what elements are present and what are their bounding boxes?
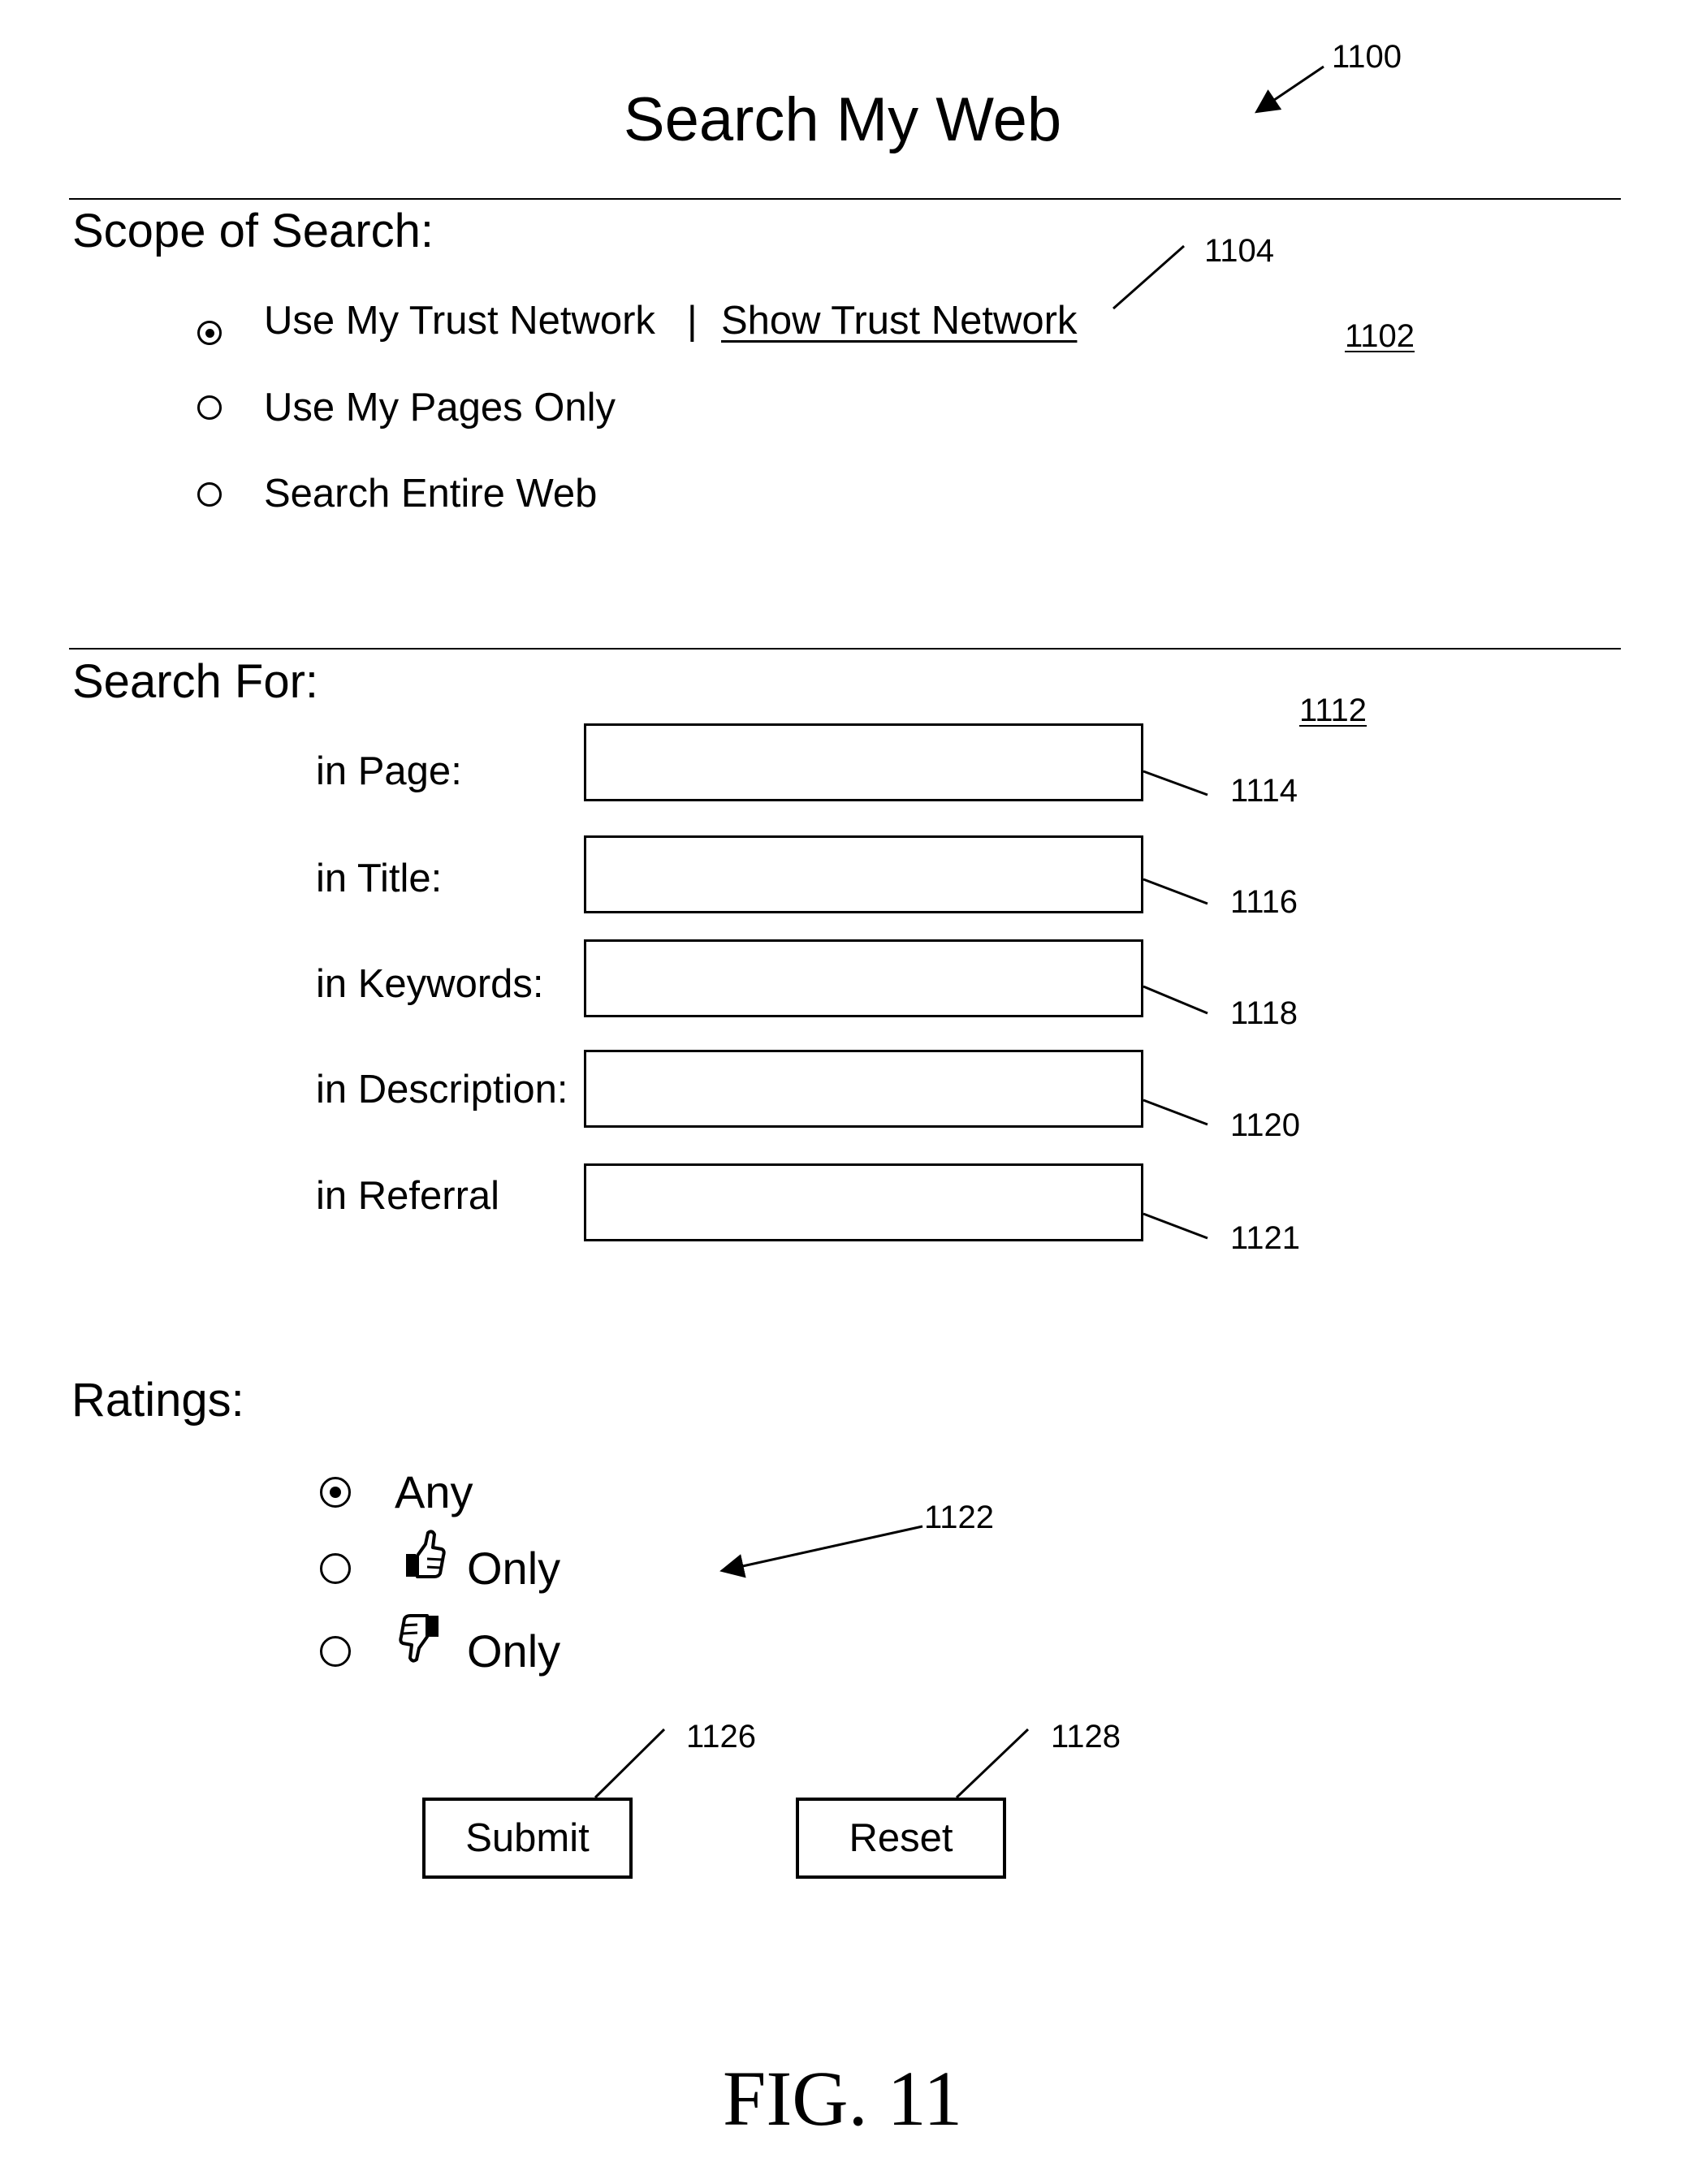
scope-option-my-pages-label: Use My Pages Only [264,383,616,432]
in-page-input[interactable] [584,723,1143,801]
radio-rating-thumbs-up[interactable] [320,1553,351,1584]
section-divider [69,648,1621,650]
leader-line-1104 [1113,246,1184,309]
search-for-heading: Search For: [72,654,318,710]
leader-arrow-1122 [724,1526,922,1570]
radio-my-pages-only[interactable] [197,395,222,420]
rating-any-label: Any [395,1465,473,1520]
label-in-description: in Description: [316,1065,568,1114]
label-in-keywords: in Keywords: [316,960,544,1008]
leader-line-1126 [595,1729,664,1798]
ref-numeral-1126: 1126 [686,1717,756,1756]
ref-numeral-1102: 1102 [1345,317,1415,356]
in-title-input[interactable] [584,835,1143,913]
ref-numeral-1112: 1112 [1299,691,1367,730]
radio-entire-web[interactable] [197,482,222,507]
ref-numeral-1100: 1100 [1332,37,1402,76]
label-in-title: in Title: [316,854,442,903]
ref-numeral-1120: 1120 [1230,1106,1300,1145]
thumbs-up-icon [398,1526,447,1583]
ref-numeral-1121: 1121 [1230,1219,1300,1258]
in-keywords-input[interactable] [584,939,1143,1017]
leader-line-1128 [957,1729,1028,1798]
radio-rating-thumbs-down[interactable] [320,1636,351,1667]
ref-numeral-1114: 1114 [1230,771,1298,810]
in-referral-input[interactable] [584,1163,1143,1241]
leader-line-1116 [1143,879,1208,904]
label-in-referral: in Referral [316,1172,499,1220]
ref-numeral-1116: 1116 [1230,883,1298,922]
ratings-heading: Ratings: [71,1372,244,1429]
leader-line-1121 [1143,1214,1208,1238]
show-trust-network-link[interactable]: Show Trust Network [721,296,1077,345]
rating-thumbs-up-label: Only [467,1541,560,1596]
scope-option-trust-network[interactable] [197,309,227,357]
radio-rating-any[interactable] [320,1477,351,1508]
ref-numeral-1128: 1128 [1051,1717,1121,1756]
rating-thumbs-down-label: Only [467,1624,560,1679]
reset-button[interactable]: Reset [796,1798,1006,1879]
in-description-input[interactable] [584,1050,1143,1128]
leader-line-1120 [1143,1100,1208,1124]
ref-numeral-1104: 1104 [1204,231,1274,270]
section-divider [69,198,1621,200]
ref-numeral-1118: 1118 [1230,994,1298,1033]
radio-trust-network[interactable] [197,321,222,345]
submit-button[interactable]: Submit [422,1798,633,1879]
thumbs-down-icon [398,1609,447,1666]
leader-line-1118 [1143,986,1208,1013]
scope-separator: | [687,296,698,345]
ref-numeral-1122: 1122 [924,1498,994,1537]
leader-line-1114 [1143,771,1208,795]
scope-option-entire-web-label: Search Entire Web [264,469,597,518]
label-in-page: in Page: [316,747,462,796]
scope-option-trust-network-label: Use My Trust Network [264,296,655,345]
scope-heading: Scope of Search: [72,203,434,260]
figure-label: FIG. 11 [0,2054,1685,2143]
page-title: Search My Web [0,84,1685,157]
